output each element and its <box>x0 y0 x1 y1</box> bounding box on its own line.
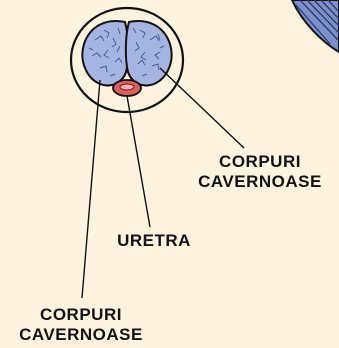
leader-line-uretra <box>127 96 150 227</box>
label-corpuri-cavernoase-right: CORPURI CAVERNOASE <box>186 152 334 192</box>
label-corpuri-bottom-line2: CAVERNOASE <box>0 325 162 345</box>
leader-line-corpuri-right <box>160 68 244 148</box>
label-uretra: URETRA <box>104 231 204 251</box>
label-corpuri-right-line2: CAVERNOASE <box>186 172 334 192</box>
urethra <box>113 80 141 96</box>
vessel-illustration-corner <box>292 0 339 52</box>
label-corpuri-right-line1: CORPURI <box>186 152 334 172</box>
leader-line-corpuri-bottom <box>82 80 100 298</box>
label-corpuri-cavernoase-bottom: CORPURI CAVERNOASE <box>0 305 162 345</box>
label-corpuri-bottom-line1: CORPURI <box>0 305 162 325</box>
